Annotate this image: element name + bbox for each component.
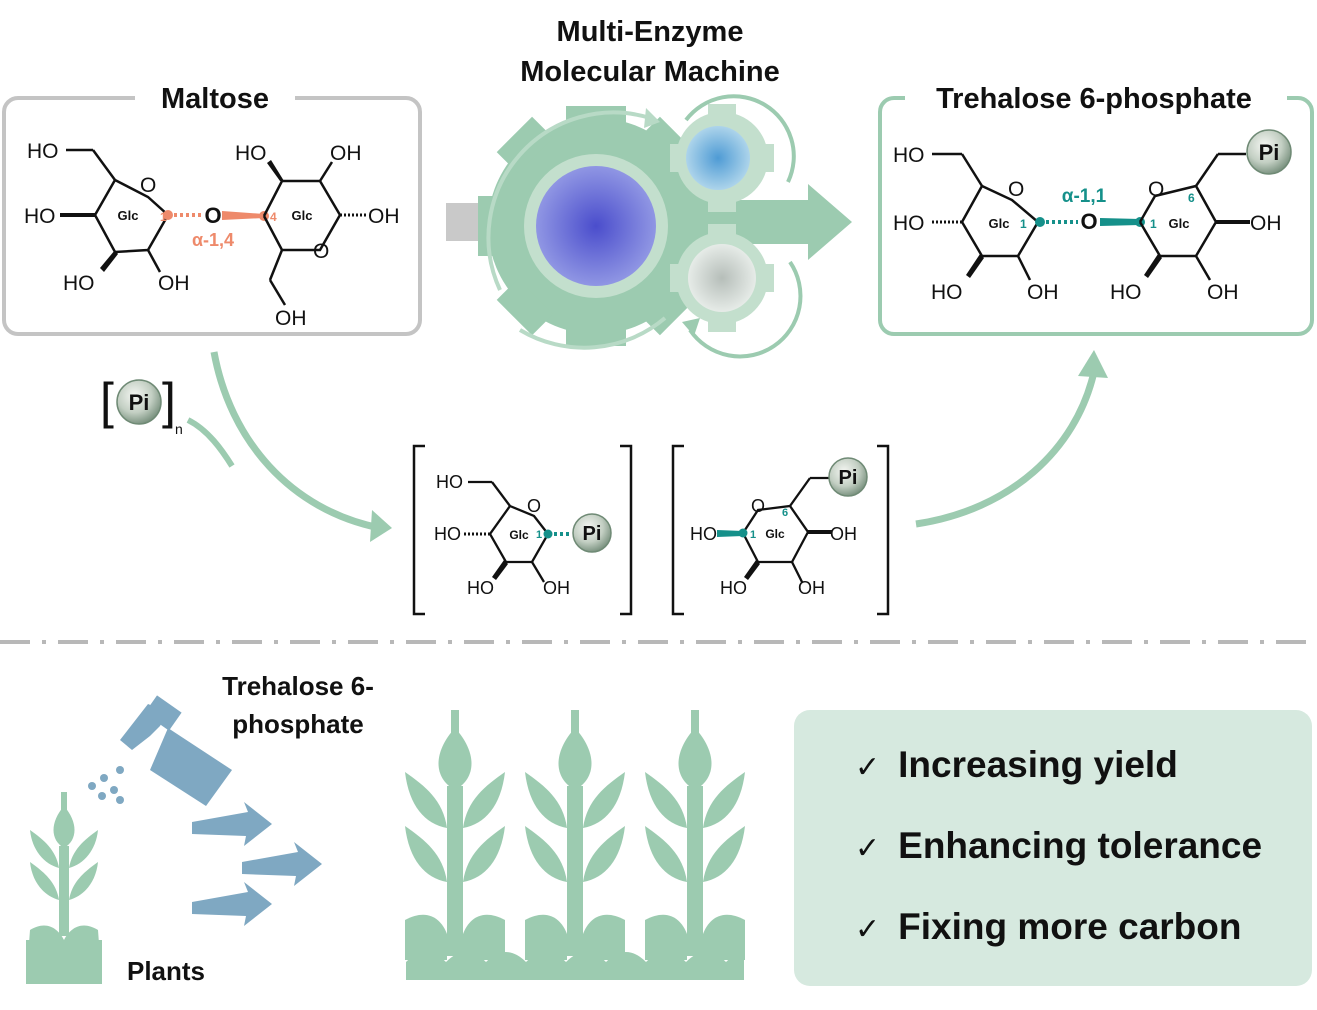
g6p-ring-label: Glc [765, 527, 785, 541]
g6p-num-1: 1 [750, 529, 756, 541]
svg-text:HO: HO [893, 212, 925, 235]
svg-text:HO: HO [24, 205, 56, 228]
maltose-num-1: 1 [160, 210, 167, 224]
small-plant-icon [26, 792, 102, 984]
enzyme-purple-icon [536, 166, 656, 286]
spray-label-line1: Trehalose 6- [222, 671, 374, 701]
benefit-increasing-yield: ✓ Increasing yield [855, 744, 1178, 786]
t6p-ring-label-right: Glc [1169, 216, 1190, 231]
svg-text:O: O [204, 203, 221, 228]
enzyme-gray-icon [688, 244, 756, 312]
g1p-phosphate-icon [572, 513, 612, 553]
svg-text:O: O [751, 496, 765, 516]
svg-text:O: O [1008, 178, 1024, 201]
maltose-right-ring [262, 161, 342, 306]
wheat-plant-3 [645, 710, 745, 960]
main-gear-icon [478, 106, 714, 346]
small-gear-top-icon [670, 104, 774, 212]
enzyme-blue-icon [686, 126, 750, 190]
maltose-label: Maltose [161, 83, 269, 115]
svg-text:HO: HO [235, 142, 267, 165]
svg-text:HO: HO [467, 578, 494, 598]
growth-arrows-icon [192, 802, 322, 926]
svg-text:OH: OH [1250, 212, 1282, 235]
svg-text:]: ] [162, 373, 176, 429]
t6p-label: Trehalose 6-phosphate [936, 83, 1252, 115]
svg-text:OH: OH [543, 578, 570, 598]
svg-text:OH: OH [1027, 281, 1059, 304]
svg-text:O: O [313, 240, 329, 263]
svg-text:HO: HO [434, 524, 461, 544]
t6p-pi-label: Pi [1259, 140, 1280, 165]
benefit-fixing-more-carbon: ✓ Fixing more carbon [855, 906, 1241, 948]
g6p-num-6: 6 [782, 507, 788, 519]
maltose-ring-o-left: O [140, 174, 156, 197]
phosphate-subscript: n [175, 421, 183, 437]
svg-text:OH: OH [158, 272, 190, 295]
spray-label-line2: phosphate [232, 709, 363, 739]
svg-text:OH: OH [275, 307, 307, 330]
maltose-num-4: 4 [270, 210, 277, 224]
phosphate-n-pi-label: Pi [129, 390, 150, 415]
maltose-ring-label-right: Glc [292, 208, 313, 223]
svg-text:OH: OH [330, 142, 362, 165]
benefit-enhancing-tolerance: ✓ Enhancing tolerance [855, 825, 1262, 867]
g1p-pi-label: Pi [583, 523, 602, 545]
large-plants-icon [405, 710, 745, 980]
g1p-ring-label: Glc [509, 528, 529, 542]
intermediate-g6p: HO O OH HO OH Glc 1 6 Pi [671, 444, 890, 616]
check-icon: ✓ [855, 751, 881, 784]
t6p-num-1-left: 1 [1020, 217, 1027, 231]
check-icon: ✓ [855, 832, 881, 865]
svg-text:O: O [1080, 209, 1097, 234]
intermediate-g1p: HO HO HO OH O Glc 1 Pi [412, 444, 633, 616]
machine-title-line1: Multi-Enzyme [557, 16, 744, 48]
maltose-box: Maltose HO HO HO OH O Glc O 1 4 α-1,4 [2, 83, 422, 336]
phosphate-ball-n-icon [116, 379, 162, 425]
svg-text:O: O [1148, 178, 1164, 201]
svg-text:OH: OH [1207, 281, 1239, 304]
phosphate-ball-icon [1246, 129, 1292, 175]
svg-text:HO: HO [27, 140, 59, 163]
svg-text:HO: HO [931, 281, 963, 304]
svg-text:O: O [527, 496, 541, 516]
svg-text:OH: OH [830, 524, 857, 544]
maltose-bond-label: α-1,4 [192, 230, 234, 250]
benefit-text-2: Fixing more carbon [898, 906, 1242, 947]
t6p-ring-label-left: Glc [989, 216, 1010, 231]
phosphorolysis-pathway: [ Pi ] n HO HO HO OH O Glc 1 [100, 350, 1108, 616]
benefits-panel [794, 710, 1312, 986]
check-icon: ✓ [855, 913, 881, 946]
wheat-plant-1 [405, 710, 505, 960]
enzyme-machine [446, 94, 852, 359]
svg-text:HO: HO [436, 472, 463, 492]
plants-label: Plants [127, 956, 205, 986]
t6p-num-6: 6 [1188, 191, 1195, 205]
t6p-bond-label: α-1,1 [1062, 186, 1107, 207]
svg-text:HO: HO [893, 144, 925, 167]
svg-text:OH: OH [368, 205, 400, 228]
machine-title-line2: Molecular Machine [520, 56, 779, 88]
wheat-plant-2 [525, 710, 625, 960]
small-gear-bottom-icon [670, 224, 774, 332]
maltose-ring-label-left: Glc [118, 208, 139, 223]
g6p-pi-label: Pi [839, 467, 858, 489]
t6p-num-1-right: 1 [1150, 217, 1157, 231]
t6p-box: Trehalose 6-phosphate HO HO HO OH O Glc … [878, 83, 1314, 336]
svg-text:[: [ [100, 373, 114, 429]
g6p-phosphate-icon [828, 457, 868, 497]
application-section: Trehalose 6- phosphate Plants [26, 671, 745, 986]
svg-text:HO: HO [720, 578, 747, 598]
svg-text:HO: HO [63, 272, 95, 295]
svg-text:HO: HO [1110, 281, 1142, 304]
benefit-text-0: Increasing yield [898, 744, 1178, 785]
svg-text:OH: OH [798, 578, 825, 598]
benefit-text-1: Enhancing tolerance [898, 825, 1263, 866]
g1p-num-1: 1 [536, 529, 542, 541]
spray-bottle-icon [88, 695, 232, 806]
svg-text:HO: HO [690, 524, 717, 544]
